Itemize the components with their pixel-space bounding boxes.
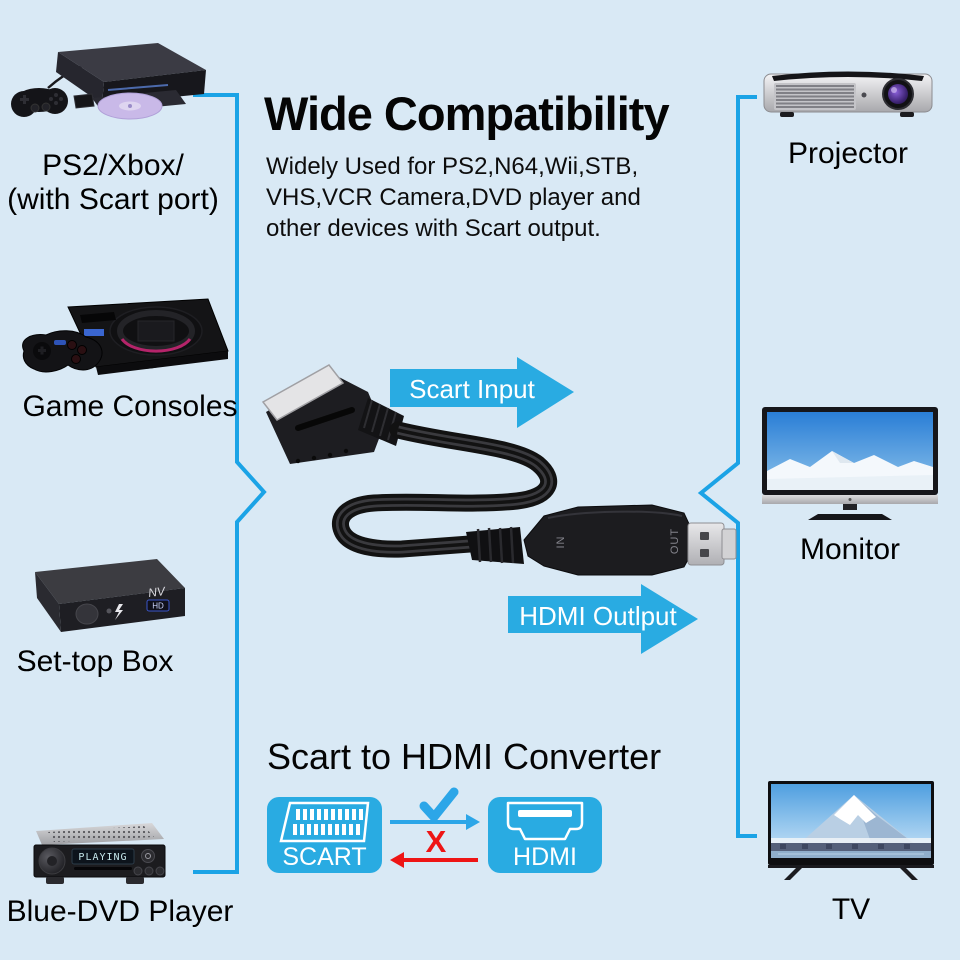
reverse-arrow-head — [390, 852, 404, 868]
scart-connector-graphic — [261, 364, 404, 464]
description-line-1: Widely Used for PS2,N64,Wii,STB, — [266, 153, 639, 180]
page-description: Widely Used for PS2,N64,Wii,STB, VHS,VCR… — [266, 151, 641, 244]
settop-logo-text: NV — [147, 584, 166, 600]
x-mark-icon: X — [426, 824, 447, 859]
dongle-in-marking: IN — [555, 536, 567, 549]
hdmi-output-arrow-label: HDMI Outlput — [519, 601, 677, 631]
dongle-out-marking: OUT — [669, 528, 681, 554]
hdmi-dongle-graphic: IN OUT — [466, 504, 737, 576]
hdmi-port-label: HDMI — [513, 842, 577, 871]
dvd-player-label: Blue-DVD Player — [6, 895, 234, 928]
set-top-box-label: Set-top Box — [16, 645, 174, 678]
forward-arrow-head — [466, 814, 480, 830]
settop-hd-badge: HD — [152, 602, 164, 611]
left-bracket-line — [193, 93, 267, 874]
direction-indicator: X — [390, 787, 480, 868]
scart-input-arrow-label: Scart Input — [409, 374, 536, 404]
tv-label: TV — [831, 893, 871, 926]
description-line-3: other devices with Scart output. — [266, 215, 601, 242]
projector-image — [763, 71, 933, 117]
set-top-box-image: NV HD — [35, 559, 185, 632]
converter-heading: Scart to HDMI Converter — [267, 736, 662, 777]
hdmi-port-icon — [506, 801, 584, 840]
check-icon — [419, 787, 459, 822]
scart-input-arrow: Scart Input — [390, 357, 574, 428]
tv-image — [768, 781, 934, 880]
description-line-2: VHS,VCR Camera,DVD player and — [266, 184, 641, 211]
monitor-label: Monitor — [799, 533, 901, 566]
ps2-label-line1: PS2/Xbox/ — [42, 149, 184, 182]
game-console-image — [22, 298, 229, 375]
scart-port-label: SCART — [282, 842, 367, 871]
dvd-player-image: PLAYING — [33, 823, 166, 884]
ps2-label: PS2/Xbox/ (with Scart port) — [0, 149, 226, 217]
monitor-image — [762, 407, 938, 520]
scart-port-icon — [278, 801, 369, 842]
ps2-console-image — [11, 43, 206, 120]
dvd-display-text: PLAYING — [78, 852, 127, 863]
projector-label: Projector — [787, 137, 909, 170]
hdmi-port-box: HDMI — [488, 797, 602, 873]
hdmi-output-arrow: HDMI Outlput — [508, 584, 698, 654]
ps2-label-line2: (with Scart port) — [7, 183, 219, 216]
game-consoles-label: Game Consoles — [22, 390, 238, 423]
scart-port-box: SCART — [267, 797, 382, 873]
cable-cord — [332, 421, 558, 558]
page-title: Wide Compatibility — [264, 87, 670, 140]
right-bracket-line — [697, 95, 757, 838]
